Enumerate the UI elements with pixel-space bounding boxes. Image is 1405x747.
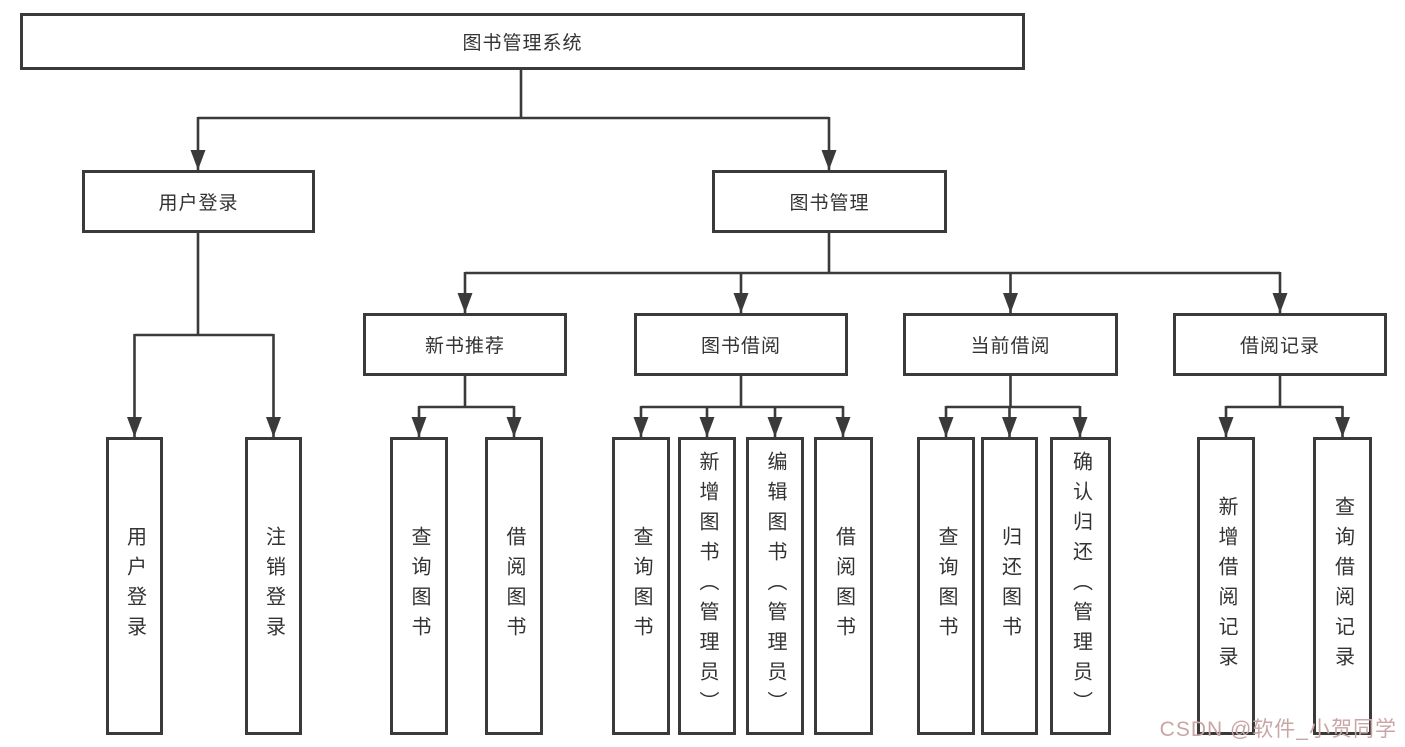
node-current-borrow: 当前借阅 xyxy=(903,313,1118,376)
node-book-management: 图书管理 xyxy=(712,170,947,233)
node-root-system: 图书管理系统 xyxy=(20,13,1025,70)
node-borrow-records: 借阅记录 xyxy=(1173,313,1387,376)
node-new-book-recommend: 新书推荐 xyxy=(363,313,567,376)
leaf-borrow-books: 借阅图书 xyxy=(814,437,873,735)
leaf-add-borrow-record: 新增借阅记录 xyxy=(1197,437,1255,735)
leaf-confirm-return-admin: 确认归还（管理员） xyxy=(1050,437,1111,735)
leaf-query-borrow-record: 查询借阅记录 xyxy=(1313,437,1372,735)
leaf-logout: 注销登录 xyxy=(245,437,302,735)
leaf-add-books-admin: 新增图书（管理员） xyxy=(678,437,736,735)
leaf-borrow-books-recommend: 借阅图书 xyxy=(485,437,543,735)
leaf-edit-books-admin: 编辑图书（管理员） xyxy=(746,437,804,735)
leaf-query-books-borrow: 查询图书 xyxy=(612,437,670,735)
node-book-borrow: 图书借阅 xyxy=(634,313,848,376)
node-user-login: 用户登录 xyxy=(82,170,315,233)
leaf-query-books-recommend: 查询图书 xyxy=(390,437,448,735)
csdn-watermark: CSDN @软件_小贺同学 xyxy=(1159,718,1397,741)
leaf-query-books-current: 查询图书 xyxy=(917,437,975,735)
leaf-return-books: 归还图书 xyxy=(981,437,1038,735)
leaf-user-login: 用户登录 xyxy=(106,437,163,735)
